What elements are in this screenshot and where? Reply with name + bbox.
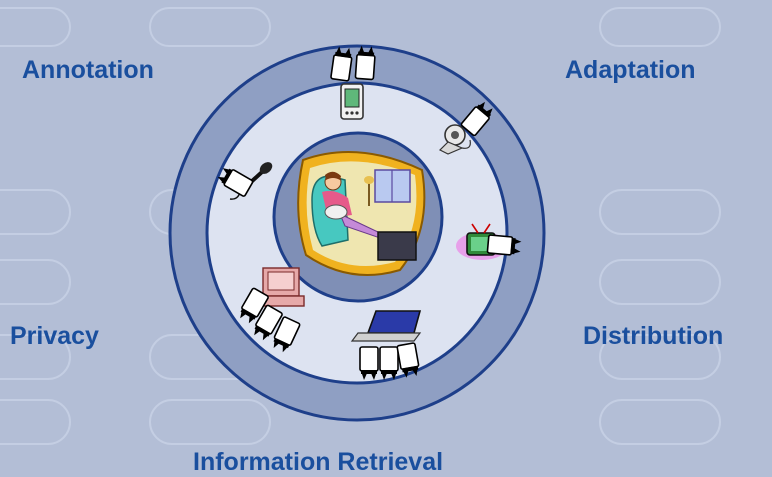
label-distribution: Distribution	[583, 322, 724, 350]
desktop-computer-icon	[259, 267, 305, 307]
label-privacy: Privacy	[10, 322, 99, 350]
webcam-icon	[438, 124, 471, 155]
laptop-icon	[350, 310, 422, 342]
label-information-retrieval: Information Retrieval	[193, 448, 444, 476]
label-adaptation: Adaptation	[565, 56, 696, 84]
pda-icon	[340, 83, 364, 120]
person-watching-tv-illustration	[297, 151, 426, 276]
label-annotation: Annotation	[22, 56, 154, 84]
